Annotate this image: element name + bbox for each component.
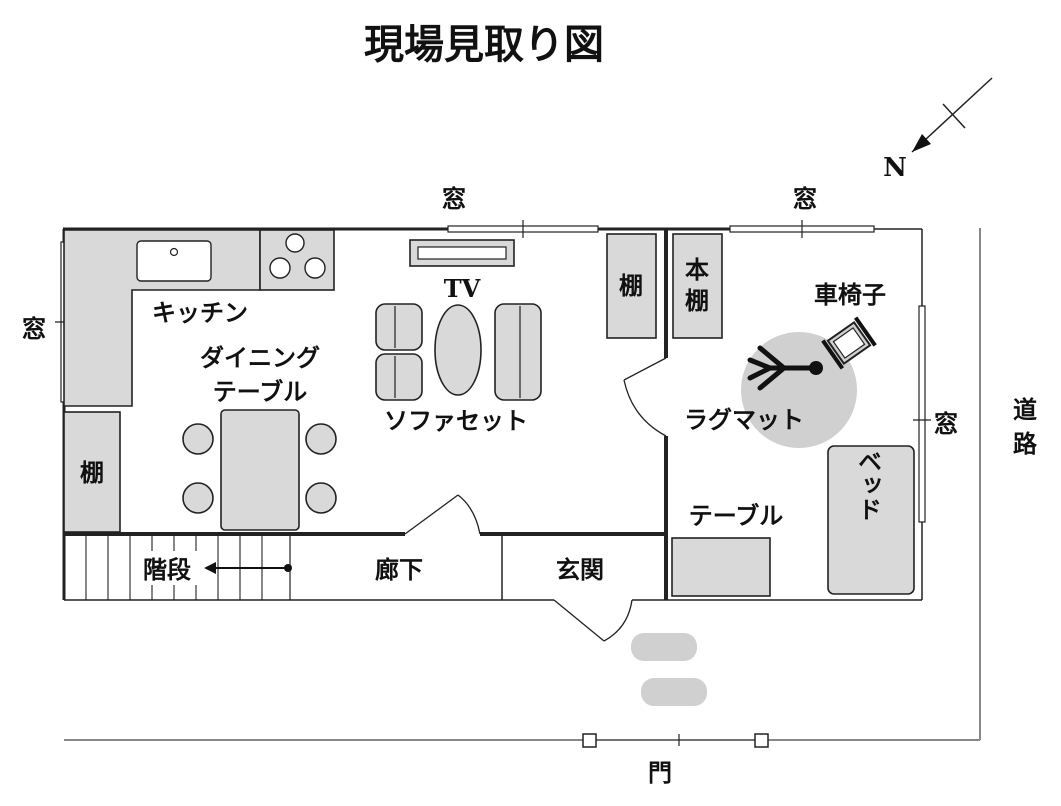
shelf-center-label: 棚	[619, 271, 643, 300]
gate-label: 門	[648, 758, 672, 787]
sink-drain-icon	[169, 247, 179, 257]
stairs-label-bg	[134, 551, 200, 585]
entrance-label: 玄関	[556, 555, 604, 584]
stairs-direction-arrow-icon	[204, 562, 292, 574]
door-bedroom	[623, 357, 667, 437]
sink	[136, 240, 212, 282]
burner-icon	[304, 257, 326, 279]
tv-label: TV	[444, 274, 481, 303]
dining-chair	[305, 482, 337, 514]
window-top-right	[729, 220, 875, 238]
sofa-right	[494, 303, 542, 401]
table	[671, 537, 771, 597]
dining-table-label-1: ダイニング	[200, 343, 320, 372]
window-top-left	[447, 220, 599, 238]
north-arrow-icon	[911, 77, 993, 153]
door-entrance	[553, 599, 633, 642]
window-right	[913, 305, 931, 523]
wheelchair-icon	[821, 316, 877, 370]
dining-chair	[182, 423, 214, 455]
road-label-2: 路	[1013, 429, 1038, 458]
shelf-left	[63, 411, 121, 533]
bed-label: ベッド	[854, 449, 883, 521]
stepping-stone	[641, 678, 707, 706]
tv	[417, 246, 507, 260]
stepping-stone	[631, 633, 697, 661]
sofa-left-top	[375, 303, 423, 351]
wheelchair-label: 車椅子	[814, 280, 886, 309]
shelf-center	[606, 233, 657, 339]
door-ldk	[404, 494, 481, 535]
gate	[582, 733, 769, 748]
person-fallen-icon	[747, 345, 823, 391]
shelf-left-label: 棚	[80, 458, 104, 487]
table-label: テーブル	[689, 501, 784, 530]
bookshelf	[672, 233, 723, 339]
kitchen-label: キッチン	[152, 298, 248, 327]
burner-icon	[285, 233, 305, 253]
window-top-right-label: 窓	[793, 184, 817, 213]
bookshelf-label-2: 棚	[685, 286, 709, 315]
rug-mat	[741, 332, 857, 448]
window-left-label: 窓	[22, 314, 46, 343]
plan-title: 現場見取り図	[364, 21, 604, 68]
window-right-label: 窓	[934, 409, 958, 438]
dining-chair	[305, 423, 337, 455]
north-label: N	[883, 153, 907, 183]
sofa-left-bottom	[375, 353, 423, 401]
dining-chair	[182, 482, 214, 514]
sofa-set-label: ソファセット	[384, 406, 528, 435]
burner-icon	[269, 257, 291, 279]
site-boundary	[64, 228, 981, 741]
dining-table	[220, 409, 300, 531]
window-top-left-label: 窓	[442, 184, 466, 213]
road-label-1: 道	[1013, 395, 1037, 424]
bed	[827, 445, 915, 595]
rug-mat-label: ラグマット	[684, 405, 804, 434]
hallway-label: 廊下	[375, 555, 423, 584]
coffee-table	[434, 304, 482, 396]
dining-table-label-2: テーブル	[213, 377, 308, 406]
stairs-label: 階段	[143, 555, 191, 584]
bookshelf-label-1: 本	[685, 255, 709, 284]
